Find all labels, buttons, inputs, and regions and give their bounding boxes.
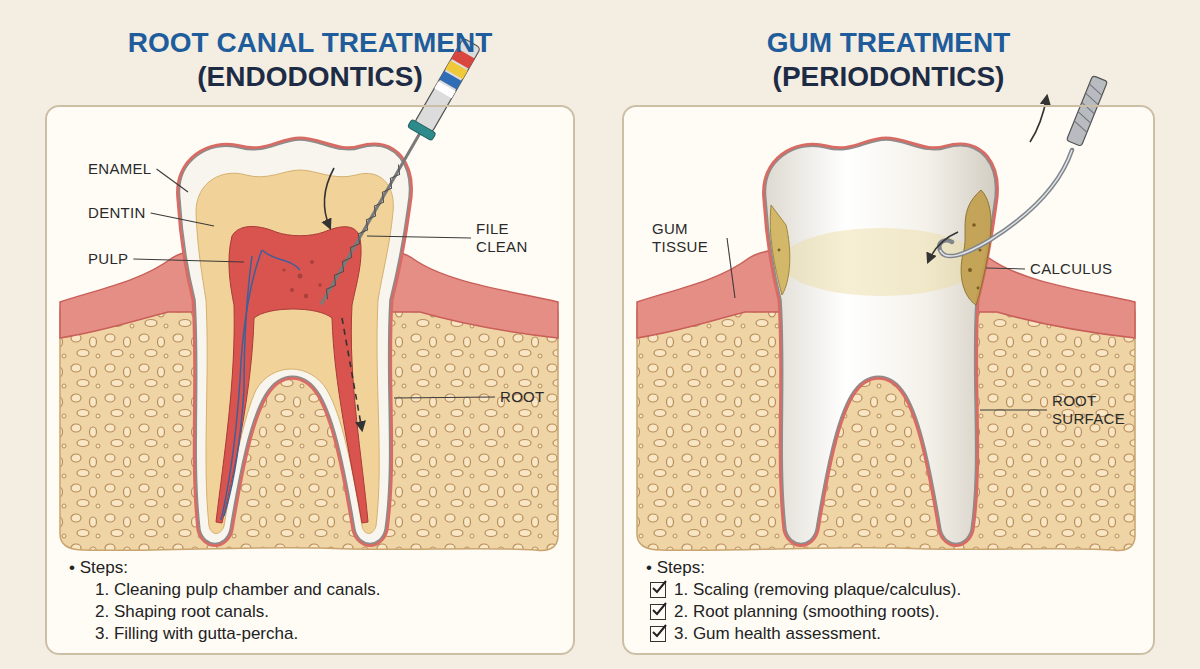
part-label: CALCULUS	[1030, 260, 1112, 278]
check-mark	[650, 579, 668, 597]
label-anchor: CALCULUS	[1030, 260, 1140, 278]
stain	[781, 228, 981, 296]
gum-treatment-illustration	[637, 75, 1135, 550]
leader-lines	[133, 169, 1047, 410]
leader-line	[980, 409, 1047, 410]
step-row: 1. Cleaning pulp chamber and canals.	[69, 579, 557, 601]
step-text: 3. Filling with gutta-percha.	[95, 623, 298, 645]
leader-line	[394, 397, 495, 398]
step-row: • Steps:	[646, 557, 1137, 579]
calculus	[770, 205, 790, 295]
checkbox	[650, 582, 666, 598]
motion-arrow	[1030, 96, 1047, 142]
part-label: ENAMEL	[88, 160, 152, 178]
part-label: ROOT	[500, 388, 545, 406]
ligament	[180, 140, 410, 544]
tooth	[766, 140, 996, 544]
part-label: DENTIN	[88, 204, 146, 222]
step-row: • Steps:	[69, 557, 557, 579]
label-anchor: ENAMEL	[88, 160, 188, 178]
motion-arrow	[928, 232, 958, 262]
checkbox	[650, 604, 666, 620]
steps-heading: • Steps:	[69, 557, 128, 579]
leader-line	[367, 236, 471, 238]
label-anchor: ROOT SURFACE	[1052, 392, 1132, 428]
step-row: 2. Root planning (smoothing roots).	[646, 601, 1137, 623]
step-text: 1. Cleaning pulp chamber and canals.	[95, 579, 380, 601]
label-anchor: DENTIN	[88, 204, 188, 222]
check-mark	[650, 601, 668, 619]
label-anchor: GUM TISSUE	[652, 220, 722, 256]
root-canal-illustration	[60, 36, 558, 550]
checkbox	[650, 626, 666, 642]
panel-ground	[45, 105, 575, 655]
step-row: 3. Filling with gutta-percha.	[69, 623, 557, 645]
steps-heading: • Steps:	[646, 557, 705, 579]
leader-line	[727, 238, 735, 298]
panel-frame: • Steps:1. Cleaning pulp chamber and can…	[45, 105, 575, 655]
step-text: 2. Root planning (smoothing roots).	[674, 601, 940, 623]
debris	[282, 260, 321, 298]
part-label: PULP	[88, 250, 128, 268]
part-label: GUM TISSUE	[652, 220, 722, 256]
panel: GUM TREATMENT (PERIODONTICS) • Steps:1. S…	[622, 14, 1155, 655]
dentin	[196, 170, 393, 534]
check-mark	[650, 623, 668, 641]
panel-heading-area: GUM TREATMENT (PERIODONTICS)	[622, 14, 1155, 105]
enamel	[180, 140, 410, 544]
step-row: 2. Shaping root canals.	[69, 601, 557, 623]
leader-line	[157, 169, 189, 192]
leader-line	[133, 259, 244, 262]
part-label: ROOT SURFACE	[1052, 392, 1132, 428]
motion-arrow	[342, 318, 362, 430]
panel-heading: ROOT CANAL TREATMENT (ENDODONTICS)	[80, 26, 540, 94]
leader-line	[986, 268, 1025, 269]
step-text: 3. Gum health assessment.	[674, 623, 881, 645]
pulp	[216, 227, 368, 524]
scaler	[939, 75, 1107, 256]
nerves	[221, 250, 300, 520]
step-row: 1. Scaling (removing plaque/calculus).	[646, 579, 1137, 601]
label-anchor: PULP	[88, 250, 188, 268]
panel-heading: GUM TREATMENT (PERIODONTICS)	[659, 26, 1119, 94]
label-anchor: FILE CLEAN	[476, 220, 536, 256]
panel-heading-area: ROOT CANAL TREATMENT (ENDODONTICS)	[45, 14, 575, 105]
part-label: FILE CLEAN	[476, 220, 536, 256]
step-row: 3. Gum health assessment.	[646, 623, 1137, 645]
panel: ROOT CANAL TREATMENT (ENDODONTICS) • Step…	[45, 14, 575, 655]
leader-line	[151, 213, 214, 226]
step-text: 1. Scaling (removing plaque/calculus).	[674, 579, 961, 601]
motion-arrow	[324, 168, 334, 228]
label-anchor: ROOT	[500, 388, 560, 406]
step-text: 2. Shaping root canals.	[95, 601, 269, 623]
panel-ground	[622, 105, 1155, 655]
panel-frame: • Steps:1. Scaling (removing plaque/calc…	[622, 105, 1155, 655]
ligament	[766, 140, 996, 544]
